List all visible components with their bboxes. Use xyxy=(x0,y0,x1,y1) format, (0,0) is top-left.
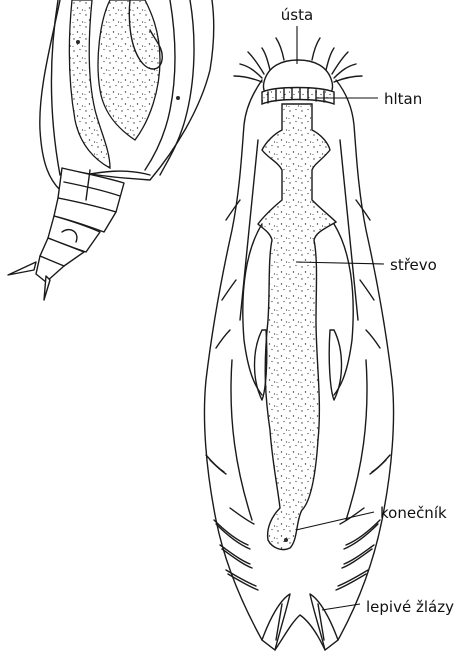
label-intestine-text: střevo xyxy=(390,256,437,274)
leader-rectum xyxy=(296,512,374,530)
label-rectum: konečník xyxy=(296,504,447,530)
label-adhesive-glands: lepivé žlázy xyxy=(322,598,454,616)
left-organism xyxy=(8,0,214,300)
label-mouth-text: ústa xyxy=(281,6,313,24)
label-rectum-text: konečník xyxy=(380,504,447,522)
label-adhesive-glands-text: lepivé žlázy xyxy=(366,598,454,616)
label-mouth: ústa xyxy=(281,6,313,64)
label-pharynx-text: hltan xyxy=(384,90,422,108)
gastrotrich-body xyxy=(204,38,393,650)
label-intestine: střevo xyxy=(296,256,437,274)
